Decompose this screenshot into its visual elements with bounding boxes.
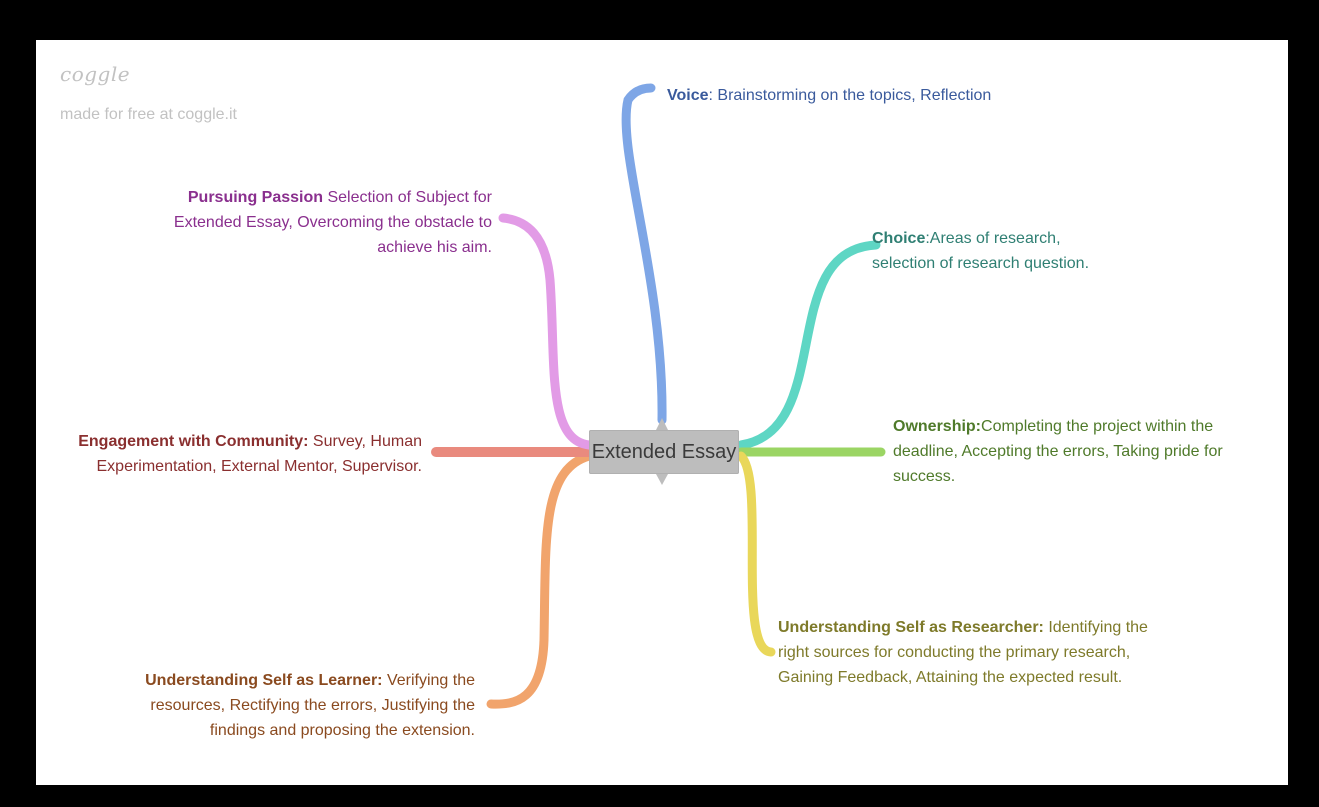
node-learner-text: Verifying the resources, Rectifying the … bbox=[150, 672, 475, 739]
center-node[interactable]: Extended Essay bbox=[589, 430, 739, 474]
node-voice-title: Voice bbox=[667, 87, 709, 104]
center-top-notch bbox=[656, 418, 668, 430]
node-researcher-text: Identifying the right sources for conduc… bbox=[778, 619, 1148, 686]
mindmap-canvas: coggle made for free at coggle.it Extend… bbox=[36, 40, 1288, 785]
node-choice[interactable]: Choice:Areas of research, selection of r… bbox=[872, 226, 1112, 276]
node-ownership[interactable]: Ownership:Completing the project within … bbox=[893, 414, 1228, 489]
node-community-title: Engagement with Community: bbox=[78, 433, 309, 450]
node-passion-title: Pursuing Passion bbox=[187, 189, 324, 206]
node-voice-text: : Brainstorming on the topics, Reflectio… bbox=[708, 87, 992, 104]
link-passion bbox=[498, 213, 594, 450]
link-choice bbox=[736, 240, 881, 450]
node-choice-text: :Areas of research, selection of researc… bbox=[872, 230, 1090, 272]
link-voice bbox=[621, 83, 667, 425]
node-passion-text: Selection of Subject for Extended Essay,… bbox=[173, 189, 492, 256]
node-community-text: Survey, Human Experimentation, External … bbox=[96, 433, 423, 475]
node-learner[interactable]: Understanding Self as Learner: Verifying… bbox=[142, 668, 475, 743]
node-learner-title: Understanding Self as Learner: bbox=[145, 672, 383, 689]
coggle-tagline: made for free at coggle.it bbox=[60, 106, 237, 123]
node-ownership-text: Completing the project within the deadli… bbox=[893, 418, 1223, 485]
node-ownership-title: Ownership: bbox=[893, 418, 982, 435]
center-node-label: Extended Essay bbox=[591, 440, 737, 463]
node-researcher-title: Understanding Self as Researcher: bbox=[778, 619, 1044, 636]
node-passion[interactable]: Pursuing Passion Selection of Subject fo… bbox=[166, 185, 492, 260]
link-researcher bbox=[736, 451, 776, 657]
coggle-logo: coggle bbox=[60, 62, 131, 86]
node-choice-title: Choice bbox=[872, 230, 926, 247]
center-bottom-notch bbox=[656, 474, 668, 485]
node-community[interactable]: Engagement with Community: Survey, Human… bbox=[76, 429, 422, 479]
node-voice[interactable]: Voice: Brainstorming on the topics, Refl… bbox=[667, 83, 1267, 108]
node-researcher[interactable]: Understanding Self as Researcher: Identi… bbox=[778, 615, 1148, 690]
link-learner bbox=[486, 451, 594, 709]
branch-links bbox=[431, 83, 886, 709]
